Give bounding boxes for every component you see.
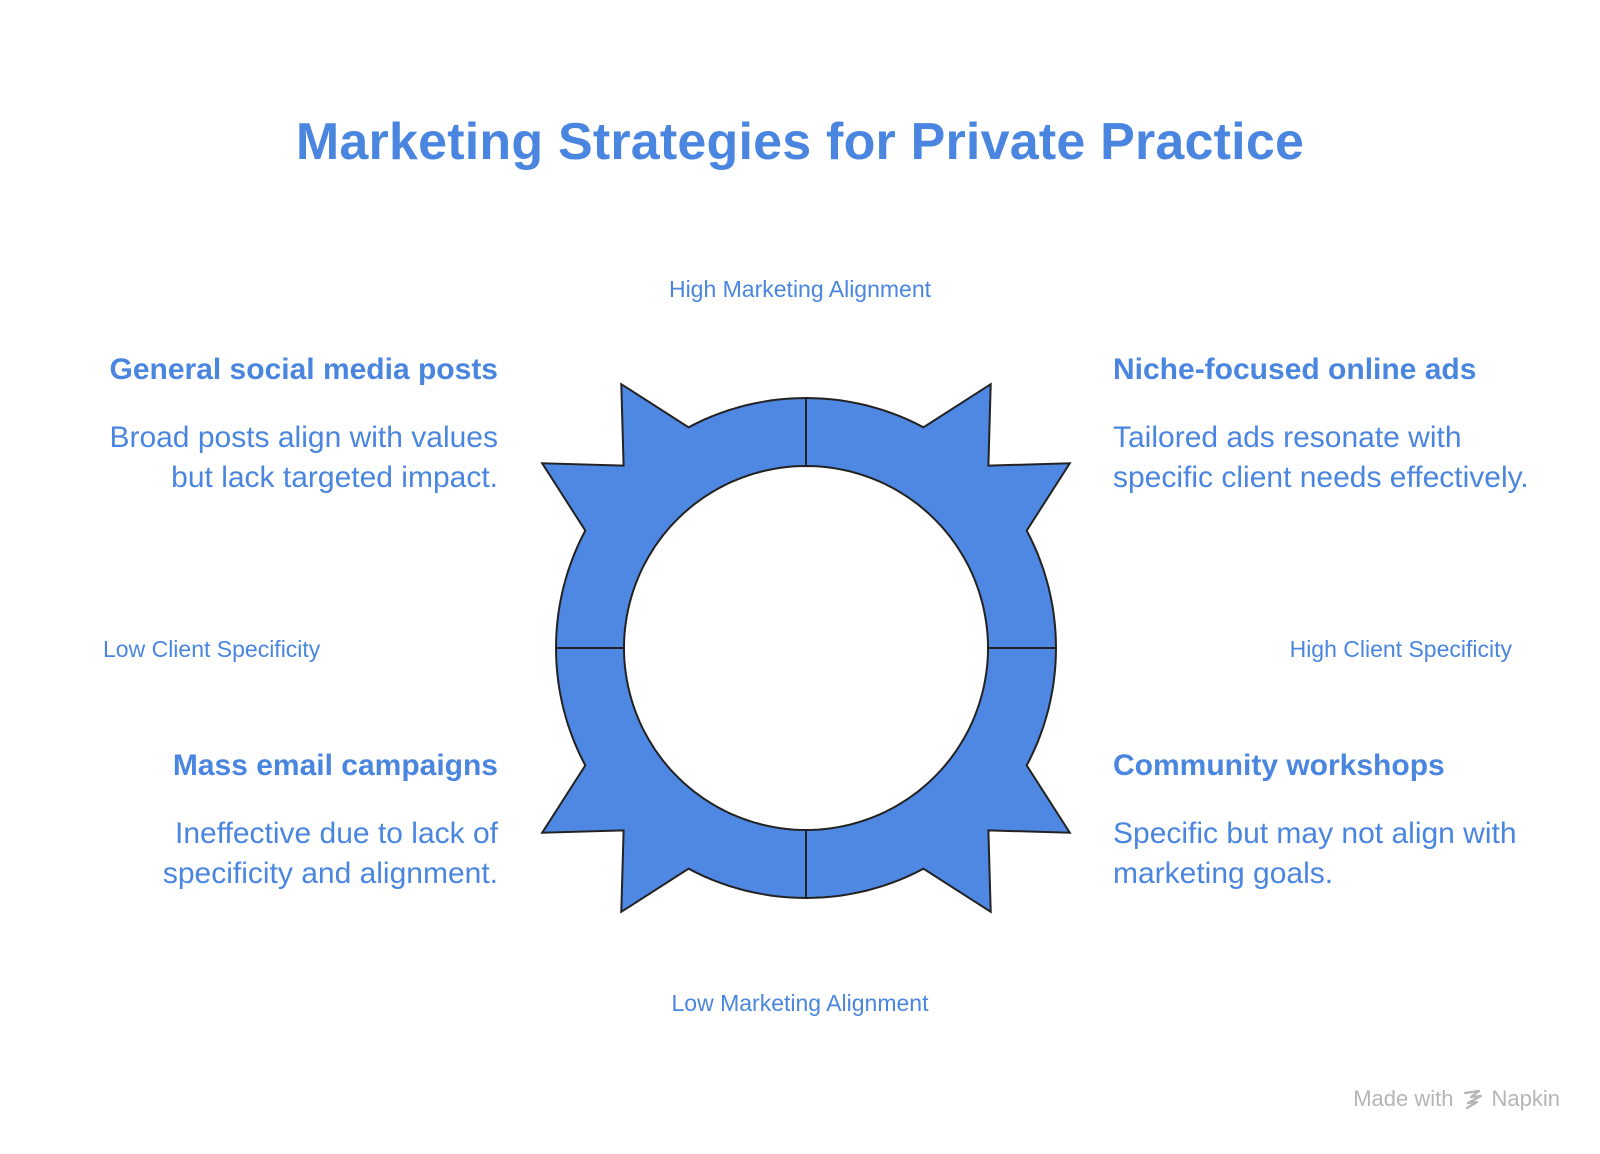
ring-group [540, 382, 1072, 914]
napkin-logo-icon [1463, 1089, 1482, 1110]
quadrant-bottom-right: Community workshops Specific but may not… [1113, 748, 1533, 894]
axis-label-left: Low Client Specificity [103, 636, 321, 662]
footer-made-with: Made with [1353, 1086, 1454, 1111]
quadrant-top-right: Niche-focused online ads Tailored ads re… [1113, 352, 1533, 498]
footer-watermark: Made with Napkin [1353, 1086, 1560, 1112]
quadrant-description: Broad posts align with values but lack t… [109, 421, 498, 494]
axis-label-right: High Client Specificity [1289, 636, 1512, 662]
quadrant-top-left: General social media posts Broad posts a… [78, 352, 498, 498]
axis-label-bottom: Low Marketing Alignment [671, 990, 929, 1016]
quadrant-description: Tailored ads resonate with specific clie… [1113, 421, 1529, 494]
quadrant-heading: General social media posts [109, 353, 499, 386]
axis-label-top: High Marketing Alignment [668, 276, 932, 302]
quadrant-bottom-left: Mass email campaigns Ineffective due to … [78, 748, 498, 894]
quadrant-heading: Community workshops [1113, 749, 1445, 782]
footer-brand: Napkin [1491, 1086, 1560, 1111]
quadrant-description: Specific but may not align with marketin… [1113, 817, 1517, 890]
quadrant-heading: Niche-focused online ads [1113, 353, 1477, 386]
quadrant-description: Ineffective due to lack of specificity a… [162, 817, 498, 890]
diagram-title: Marketing Strategies for Private Practic… [295, 113, 1305, 171]
quadrant-heading: Mass email campaigns [172, 749, 498, 782]
